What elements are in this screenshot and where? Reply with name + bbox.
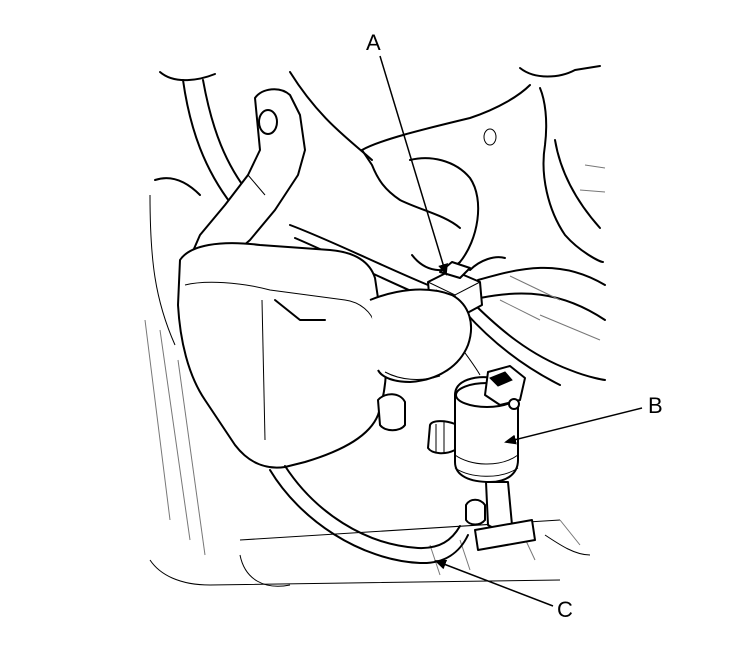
washer-hose: [269, 465, 469, 565]
callout-label-b: B: [648, 393, 663, 418]
reservoir-bracket: [189, 88, 306, 271]
callout-a: A: [366, 30, 448, 276]
leader-line-a: [379, 55, 448, 276]
washer-reservoir: [177, 242, 472, 469]
leader-line-b: [504, 407, 643, 445]
callout-c: C: [434, 559, 573, 622]
callout-b: B: [504, 393, 663, 445]
callout-label-a: A: [366, 30, 381, 55]
washer-pump: [427, 365, 536, 551]
leader-line-c: [434, 559, 554, 607]
callout-label-c: C: [557, 597, 573, 622]
